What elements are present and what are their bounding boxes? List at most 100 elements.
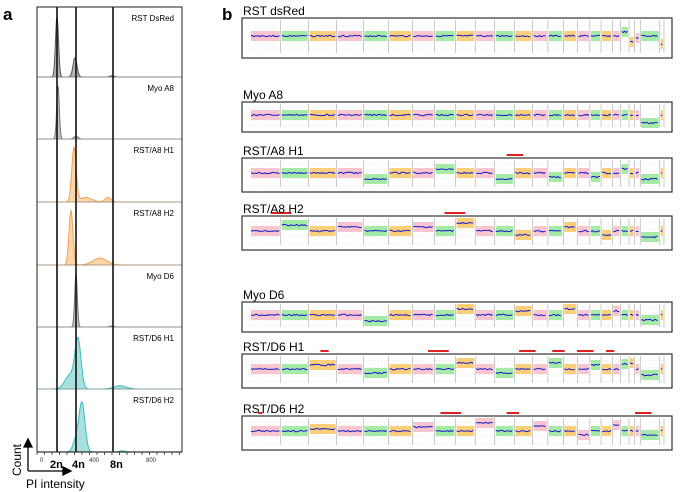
chromosome-segment [602, 168, 612, 178]
chromosome-segment [413, 364, 434, 374]
copy-number-trace [309, 171, 336, 175]
sample-label: RST DsRed [131, 14, 174, 23]
sample-label: RST/A8 H1 [134, 146, 175, 155]
copy-number-trace [641, 373, 658, 377]
histogram-1 [37, 85, 182, 140]
copy-number-trace [476, 113, 494, 117]
copy-number-trace [476, 34, 493, 38]
copy-number-trace [495, 113, 513, 117]
karyotype-title: Myo A8 [243, 88, 283, 102]
copy-number-trace [515, 35, 531, 38]
copy-number-trace [635, 171, 639, 174]
copy-number-trace [337, 429, 362, 433]
copy-number-trace [621, 362, 628, 366]
copy-number-trace [515, 171, 531, 175]
histogram-6 [37, 401, 182, 453]
copy-number-trace [602, 429, 612, 433]
panel-a-label: a [3, 5, 13, 24]
copy-number-trace [250, 313, 280, 317]
copy-number-trace [578, 171, 589, 175]
copy-number-trace [590, 363, 601, 367]
copy-number-trace [281, 113, 308, 117]
copy-number-trace [281, 223, 308, 227]
copy-number-trace [364, 229, 388, 233]
copy-number-trace [601, 367, 612, 371]
copy-number-trace [621, 113, 628, 117]
copy-number-trace [364, 429, 388, 433]
chromosome-segment [564, 110, 577, 120]
copy-number-trace [601, 314, 612, 317]
ploidy-label-4n: 4n [72, 459, 85, 471]
chromosome-segment [251, 310, 280, 320]
copy-number-trace [337, 171, 362, 175]
copy-number-trace [578, 113, 590, 117]
sample-label: Myo A8 [147, 84, 174, 93]
copy-number-trace [602, 34, 612, 38]
copy-number-trace [364, 177, 387, 181]
copy-number-trace [337, 34, 362, 38]
ploidy-label-8n: 8n [110, 459, 123, 471]
copy-number-trace [281, 429, 308, 433]
copy-number-trace [515, 309, 531, 313]
sample-label: RST/D6 H1 [133, 334, 174, 343]
histogram-0 [37, 16, 182, 78]
copy-number-trace [389, 429, 411, 433]
copy-number-trace [635, 368, 639, 371]
copy-number-trace [629, 229, 634, 232]
copy-number-trace [413, 425, 433, 429]
copy-number-trace [629, 40, 634, 43]
copy-number-trace [660, 43, 663, 46]
sample-label: RST/D6 H2 [133, 396, 174, 405]
copy-number-trace [435, 229, 454, 233]
copy-number-trace [309, 229, 336, 233]
copy-number-trace [475, 313, 493, 317]
copy-number-trace [660, 114, 663, 117]
chromosome-segment [456, 304, 475, 314]
karyotype-title: RST/D6 H1 [243, 340, 305, 354]
axis-arrows [22, 437, 73, 477]
copy-number-trace [435, 429, 454, 433]
copy-number-trace [635, 430, 639, 432]
copy-number-trace [533, 171, 546, 175]
copy-number-trace [389, 229, 411, 233]
copy-number-trace [564, 307, 575, 311]
chromosome-segment [413, 310, 434, 320]
copy-number-trace [456, 307, 474, 311]
copy-number-trace [621, 167, 628, 170]
copy-number-trace [533, 314, 546, 317]
copy-number-trace [456, 221, 474, 225]
copy-number-trace [641, 235, 658, 239]
copy-number-trace [337, 367, 362, 371]
copy-number-trace [435, 34, 454, 38]
copy-number-trace [641, 318, 658, 322]
copy-number-trace [533, 367, 546, 371]
chromosome-segment [602, 110, 612, 120]
copy-number-trace [621, 30, 628, 34]
copy-number-trace [364, 320, 387, 323]
copy-number-trace [578, 367, 589, 371]
copy-number-trace [435, 367, 454, 371]
copy-number-trace [435, 313, 454, 317]
chromosome-segment [476, 168, 494, 178]
panel-b-label: b [222, 5, 232, 24]
copy-number-trace [621, 229, 628, 232]
copy-number-trace [364, 371, 387, 375]
chromosome-segment [613, 168, 620, 178]
copy-number-trace [389, 313, 411, 317]
chromosome-segment [495, 226, 514, 236]
chromosome-segment [635, 168, 640, 178]
copy-number-trace [660, 230, 663, 232]
copy-number-trace [590, 34, 600, 37]
copy-number-trace [612, 423, 620, 426]
x-axis-label: PI intensity [26, 477, 85, 491]
histogram-3 [37, 209, 182, 266]
karyotype-title: Myo D6 [243, 288, 285, 302]
copy-number-trace [250, 34, 280, 38]
copy-number-trace [564, 368, 575, 371]
copy-number-trace [533, 34, 546, 38]
copy-number-trace [641, 177, 658, 181]
copy-number-trace [564, 172, 575, 175]
copy-number-trace [435, 113, 454, 117]
chromosome-segment [413, 110, 434, 120]
